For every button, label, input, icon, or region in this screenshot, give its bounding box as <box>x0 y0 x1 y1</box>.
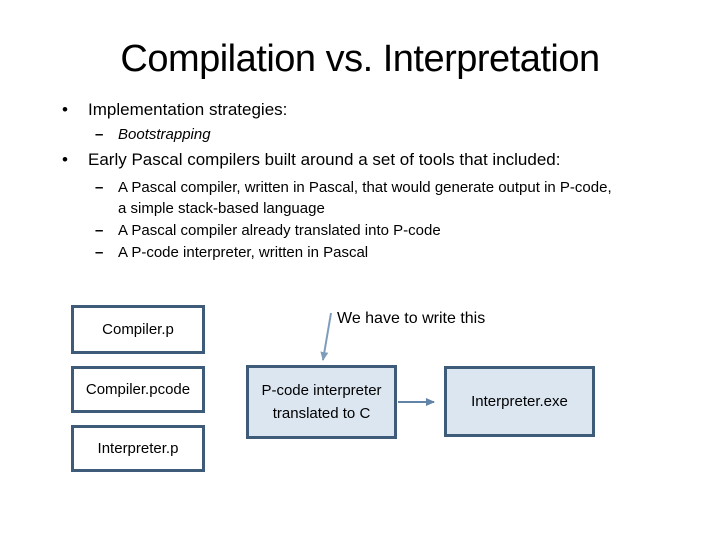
bullet-marker: • <box>62 100 68 119</box>
dash-marker: – <box>95 179 104 196</box>
bullet-text: Early Pascal compilers built around a se… <box>88 150 561 169</box>
diagram-box-interpreter-p: Interpreter.p <box>71 425 205 472</box>
bullet-item: – A Pascal compiler, written in Pascal, … <box>60 177 690 219</box>
box-label: Compiler.p <box>102 320 174 338</box>
bullet-item: • Implementation strategies: <box>60 98 690 122</box>
diagram-box-pcode-interpreter-c: P-code interpreter translated to C <box>246 365 397 439</box>
callout-text: We have to write this <box>337 310 486 327</box>
bullet-text: Implementation strategies: <box>88 100 288 119</box>
bullet-text: A Pascal compiler, written in Pascal, th… <box>118 179 612 217</box>
dash-marker: – <box>95 222 104 239</box>
box-label: Interpreter.exe <box>471 392 568 410</box>
bullet-marker: • <box>62 150 68 169</box>
bullet-list: • Implementation strategies: – Bootstrap… <box>60 98 690 263</box>
dash-marker: – <box>95 244 104 261</box>
bullet-item: – Bootstrapping <box>60 124 690 145</box>
dash-marker: – <box>95 126 104 143</box>
callout-line <box>320 312 332 361</box>
box-label: P-code interpreter translated to C <box>261 381 382 422</box>
diagram-box-interpreter-exe: Interpreter.exe <box>444 366 595 437</box>
bullet-text: Bootstrapping <box>118 126 211 143</box>
bullet-item: • Early Pascal compilers built around a … <box>60 148 690 172</box>
box-label: Compiler.pcode <box>85 380 191 398</box>
bullet-item: – A Pascal compiler already translated i… <box>60 220 690 241</box>
bullet-text: A Pascal compiler already translated int… <box>118 222 441 239</box>
diagram-box-compiler-p: Compiler.p <box>71 305 205 354</box>
diagram-box-compiler-pcode: Compiler.pcode <box>71 366 205 413</box>
bullet-text: A P-code interpreter, written in Pascal <box>118 244 369 261</box>
bullet-item: – A P-code interpreter, written in Pasca… <box>60 242 690 263</box>
box-label: Interpreter.p <box>97 439 179 457</box>
slide-title: Compilation vs. Interpretation <box>120 38 600 80</box>
